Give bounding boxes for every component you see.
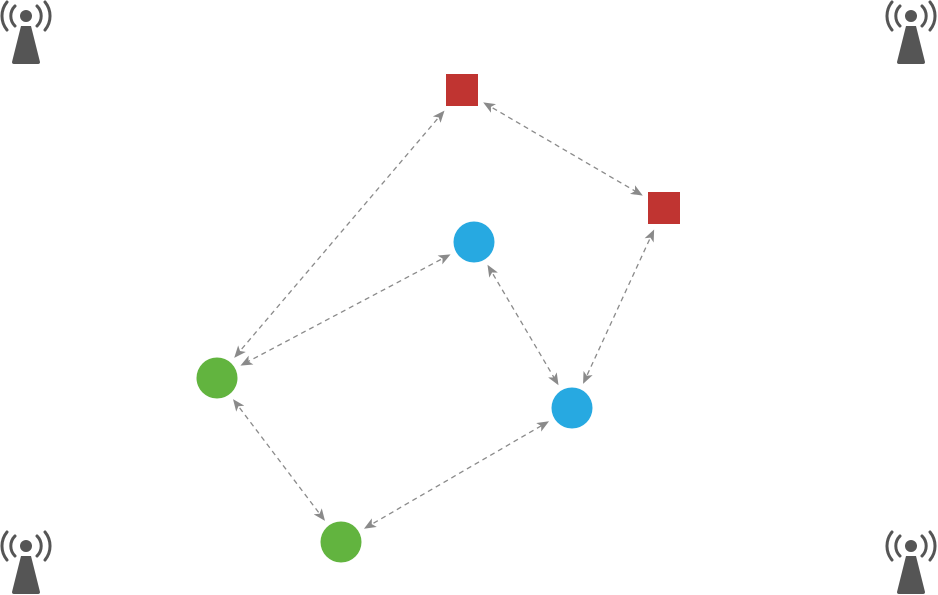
- square-node-2[interactable]: [648, 192, 680, 224]
- edges-layer: [232, 102, 655, 529]
- radio-tower-icon: [0, 0, 52, 64]
- edge-square-node-2-to-blue-node-2: [583, 229, 655, 384]
- square-node-1[interactable]: [446, 74, 478, 106]
- antenna-top-right: [885, 0, 937, 64]
- blue-node-1[interactable]: [453, 221, 495, 263]
- nodes-layer: [196, 74, 680, 563]
- green-node-2[interactable]: [320, 521, 362, 563]
- antenna-top-left: [0, 0, 52, 64]
- edge-green-node-1-to-green-node-2: [232, 399, 326, 521]
- edge-blue-node-1-to-blue-node-2: [487, 264, 559, 386]
- radio-tower-icon: [885, 0, 937, 64]
- edge-green-node-2-to-blue-node-2: [363, 421, 550, 529]
- radio-tower-icon: [0, 530, 52, 594]
- radio-tower-icon: [885, 530, 937, 594]
- edge-square-node-1-to-green-node-1: [234, 110, 445, 358]
- green-node-1[interactable]: [196, 357, 238, 399]
- edge-square-node-1-to-square-node-2: [483, 102, 643, 196]
- antenna-bottom-left: [0, 530, 52, 594]
- blue-node-2[interactable]: [551, 387, 593, 429]
- edge-blue-node-1-to-green-node-1: [240, 254, 451, 366]
- antenna-bottom-right: [885, 530, 937, 594]
